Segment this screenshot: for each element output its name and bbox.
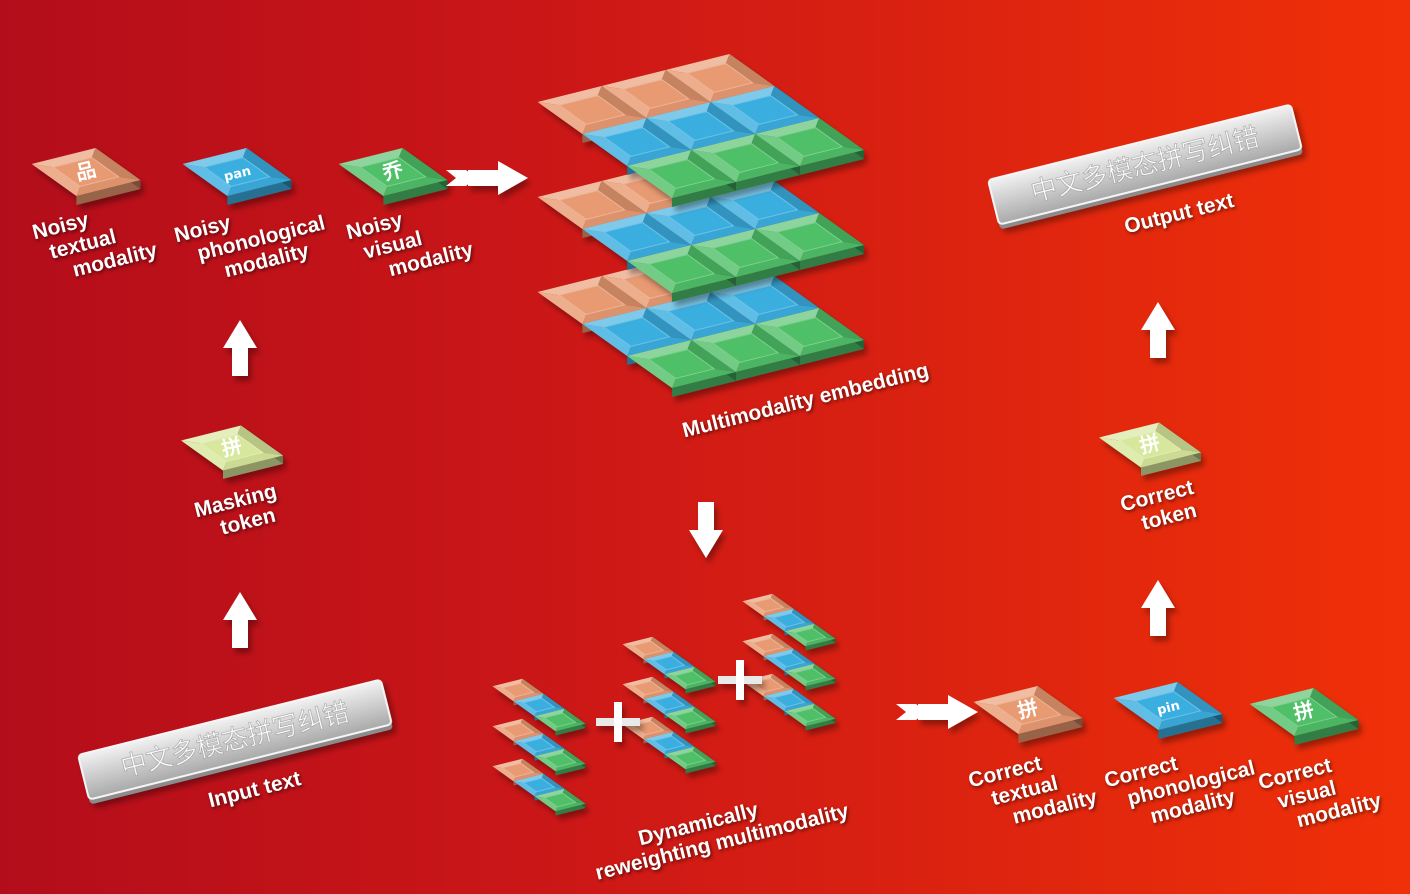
reweight-cell — [513, 733, 565, 761]
embedding-cell — [627, 245, 736, 302]
embedding-cell — [755, 213, 864, 270]
arrow-reweight-to-correct — [918, 695, 978, 729]
embedding-cell — [691, 229, 800, 286]
correct-textual-token-tile — [973, 686, 1083, 743]
multiply-cross-2 — [718, 660, 762, 700]
correct-visual-token-tile — [1249, 688, 1359, 745]
reweight-column-1 — [492, 678, 586, 816]
arrow-noisy-to-embedding-tail — [446, 170, 476, 186]
arrows-layer — [223, 161, 1175, 729]
noisy-textual-token — [31, 148, 141, 205]
arrow-token-to-output — [1141, 302, 1175, 358]
reweight-cell — [534, 748, 586, 776]
arrow-mask-to-noisy — [223, 592, 257, 648]
reweight-cell — [534, 708, 586, 736]
embedding-cell — [755, 308, 864, 365]
correct-textual-token — [973, 686, 1083, 743]
correct-phonological-token — [1113, 682, 1223, 739]
embedding-layer-1 — [537, 54, 864, 207]
correct-visual-token — [1249, 688, 1359, 745]
arrow-input-to-mask — [223, 320, 257, 376]
embedding-cell — [627, 340, 736, 397]
correct-phonological-token-glyph: pin — [1156, 698, 1182, 718]
embedding-cell — [582, 213, 692, 270]
arrow-reweight-to-correct-tail — [896, 704, 926, 720]
reweight-cell — [664, 666, 716, 694]
reweight-cell — [784, 623, 836, 651]
multiply-cross-1 — [596, 702, 640, 742]
correct-token-tile — [1099, 422, 1201, 476]
masking-token-tile — [181, 425, 283, 479]
noisy-phonological-token-tile — [182, 148, 292, 205]
embedding-cell — [537, 181, 647, 238]
noisy-textual-token-tile — [31, 148, 141, 205]
embedding-cell — [691, 134, 800, 191]
arrow-embedding-to-reweight — [689, 502, 723, 558]
embedding-cell — [627, 150, 736, 207]
reweight-column-2 — [622, 636, 716, 774]
noisy-visual-token — [338, 148, 448, 205]
arrow-correct-to-token — [1141, 580, 1175, 636]
embedding-cell — [755, 118, 864, 175]
reweight-cell — [664, 706, 716, 734]
correct-phonological-token-tile — [1113, 682, 1223, 739]
correct-token — [1099, 422, 1201, 476]
reweight-cell — [784, 663, 836, 691]
arrow-noisy-to-embedding — [468, 161, 528, 195]
embedding-cell — [646, 102, 756, 159]
reweight-cell — [622, 636, 674, 664]
embedding-cell — [582, 308, 692, 365]
noisy-phonological-token — [182, 148, 292, 205]
embedding-cell — [691, 324, 800, 381]
noisy-phonological-token-glyph: pan — [223, 164, 253, 185]
reweight-cell — [664, 746, 716, 774]
reweight-cell — [784, 703, 836, 731]
reweight-cell — [534, 788, 586, 816]
noisy-visual-token-tile — [338, 148, 448, 205]
masking-token — [181, 425, 283, 479]
reweight-column-3 — [742, 593, 836, 731]
